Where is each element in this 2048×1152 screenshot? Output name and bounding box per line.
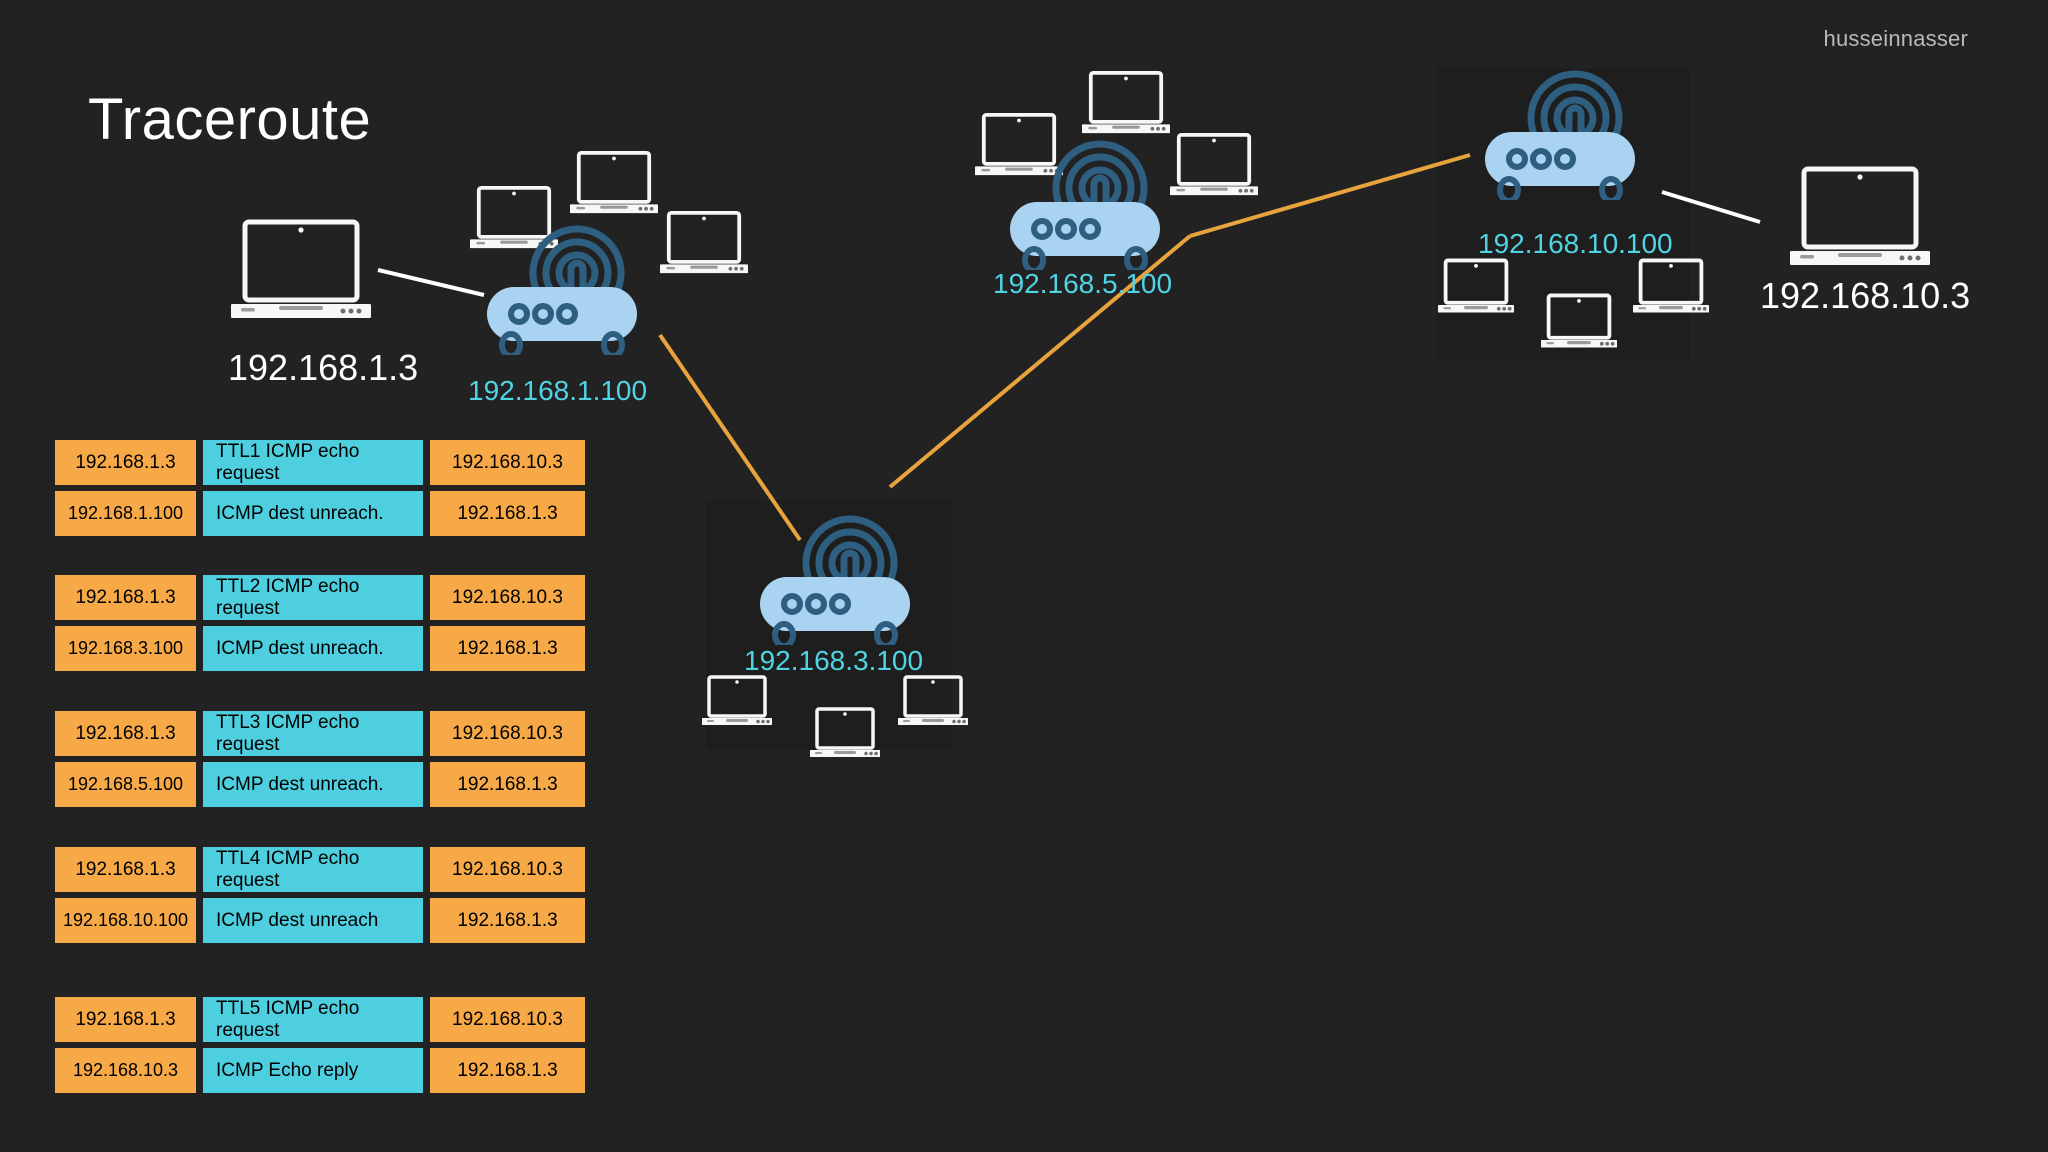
packet-dst: 192.168.10.3 bbox=[430, 847, 585, 892]
packet-group: 192.168.1.3 TTL5 ICMP echo request 192.1… bbox=[55, 997, 585, 1099]
packet-src: 192.168.10.100 bbox=[55, 898, 196, 943]
wifi-router-icon bbox=[740, 505, 920, 645]
packet-message-line2: request bbox=[216, 1019, 280, 1041]
laptop-icon bbox=[1633, 258, 1709, 315]
packet-message-line2: request bbox=[216, 869, 280, 891]
wifi-router-icon bbox=[1465, 60, 1645, 200]
router-ip-label: 192.168.3.100 bbox=[744, 645, 924, 676]
laptop-icon bbox=[231, 218, 371, 322]
packet-src: 192.168.5.100 bbox=[55, 762, 196, 807]
table-row: 192.168.1.100 ICMP dest unreach. 192.168… bbox=[55, 491, 585, 536]
packet-message-line1: ICMP dest unreach bbox=[216, 909, 379, 931]
packet-message: TTL3 ICMP echo request bbox=[203, 711, 423, 756]
packet-dst: 192.168.10.3 bbox=[430, 440, 585, 485]
packet-message: TTL2 ICMP echo request bbox=[203, 575, 423, 620]
host-ip-label: 192.168.1.3 bbox=[228, 347, 419, 388]
laptop-icon bbox=[570, 150, 658, 216]
table-row: 192.168.5.100 ICMP dest unreach. 192.168… bbox=[55, 762, 585, 807]
packet-message: ICMP dest unreach. bbox=[203, 626, 423, 671]
packet-src: 192.168.1.100 bbox=[55, 491, 196, 536]
host-ip-label: 192.168.10.3 bbox=[1760, 275, 1971, 316]
packet-group: 192.168.1.3 TTL1 ICMP echo request 192.1… bbox=[55, 440, 585, 542]
table-row: 192.168.10.100 ICMP dest unreach 192.168… bbox=[55, 898, 585, 943]
packet-src: 192.168.1.3 bbox=[55, 847, 196, 892]
packet-dst: 192.168.10.3 bbox=[430, 997, 585, 1042]
packet-message-line1: TTL5 ICMP echo bbox=[216, 998, 360, 1020]
packet-message: ICMP dest unreach. bbox=[203, 491, 423, 536]
router-ip-label: 192.168.5.100 bbox=[993, 268, 1173, 299]
laptop-icon bbox=[898, 675, 968, 727]
packet-dst: 192.168.1.3 bbox=[430, 898, 585, 943]
packet-message-line2: request bbox=[216, 733, 280, 755]
packet-dst: 192.168.10.3 bbox=[430, 711, 585, 756]
packet-message: TTL5 ICMP echo request bbox=[203, 997, 423, 1042]
packet-message-line1: TTL1 ICMP echo bbox=[216, 441, 360, 463]
laptop-icon bbox=[1170, 132, 1258, 198]
table-row: 192.168.1.3 TTL3 ICMP echo request 192.1… bbox=[55, 711, 585, 756]
packet-src: 192.168.1.3 bbox=[55, 711, 196, 756]
packet-dst: 192.168.1.3 bbox=[430, 1048, 585, 1093]
page-title: Traceroute bbox=[88, 87, 372, 152]
packet-src: 192.168.1.3 bbox=[55, 997, 196, 1042]
laptop-icon bbox=[1082, 70, 1170, 136]
wifi-router-icon bbox=[467, 215, 647, 355]
packet-group: 192.168.1.3 TTL4 ICMP echo request 192.1… bbox=[55, 847, 585, 949]
packet-message-line1: ICMP dest unreach. bbox=[216, 637, 384, 659]
wifi-router-icon bbox=[990, 130, 1170, 270]
packet-message: TTL4 ICMP echo request bbox=[203, 847, 423, 892]
laptop-icon bbox=[1541, 293, 1617, 350]
packet-dst: 192.168.1.3 bbox=[430, 762, 585, 807]
packet-message-line2: request bbox=[216, 462, 280, 484]
table-row: 192.168.1.3 TTL1 ICMP echo request 192.1… bbox=[55, 440, 585, 485]
packet-src: 192.168.10.3 bbox=[55, 1048, 196, 1093]
laptop-icon bbox=[660, 210, 748, 276]
laptop-icon bbox=[1790, 165, 1930, 269]
laptop-icon bbox=[470, 185, 558, 251]
packet-message: TTL1 ICMP echo request bbox=[203, 440, 423, 485]
packet-message-line1: TTL4 ICMP echo bbox=[216, 848, 360, 870]
packet-src: 192.168.3.100 bbox=[55, 626, 196, 671]
packet-message-line1: ICMP dest unreach. bbox=[216, 773, 384, 795]
packet-dst: 192.168.1.3 bbox=[430, 626, 585, 671]
table-row: 192.168.1.3 TTL2 ICMP echo request 192.1… bbox=[55, 575, 585, 620]
packet-group: 192.168.1.3 TTL2 ICMP echo request 192.1… bbox=[55, 575, 585, 677]
packet-message-line1: ICMP dest unreach. bbox=[216, 502, 384, 524]
laptop-icon bbox=[810, 707, 880, 759]
packet-message-line1: ICMP Echo reply bbox=[216, 1059, 359, 1081]
packet-dst: 192.168.1.3 bbox=[430, 491, 585, 536]
laptop-icon bbox=[1438, 258, 1514, 315]
packet-dst: 192.168.10.3 bbox=[430, 575, 585, 620]
laptop-icon bbox=[702, 675, 772, 727]
packet-src: 192.168.1.3 bbox=[55, 575, 196, 620]
table-row: 192.168.3.100 ICMP dest unreach. 192.168… bbox=[55, 626, 585, 671]
router-ip-label: 192.168.1.100 bbox=[468, 375, 648, 406]
table-row: 192.168.1.3 TTL5 ICMP echo request 192.1… bbox=[55, 997, 585, 1042]
packet-message-line1: TTL3 ICMP echo bbox=[216, 712, 360, 734]
packet-message-line1: TTL2 ICMP echo bbox=[216, 576, 360, 598]
packet-message: ICMP dest unreach. bbox=[203, 762, 423, 807]
watermark: husseinnasser bbox=[1823, 26, 1968, 51]
packet-group: 192.168.1.3 TTL3 ICMP echo request 192.1… bbox=[55, 711, 585, 813]
table-row: 192.168.1.3 TTL4 ICMP echo request 192.1… bbox=[55, 847, 585, 892]
laptop-icon bbox=[975, 112, 1063, 178]
packet-message: ICMP dest unreach bbox=[203, 898, 423, 943]
packet-message-line2: request bbox=[216, 597, 280, 619]
packet-src: 192.168.1.3 bbox=[55, 440, 196, 485]
packet-message: ICMP Echo reply bbox=[203, 1048, 423, 1093]
table-row: 192.168.10.3 ICMP Echo reply 192.168.1.3 bbox=[55, 1048, 585, 1093]
router-ip-label: 192.168.10.100 bbox=[1478, 228, 1673, 259]
